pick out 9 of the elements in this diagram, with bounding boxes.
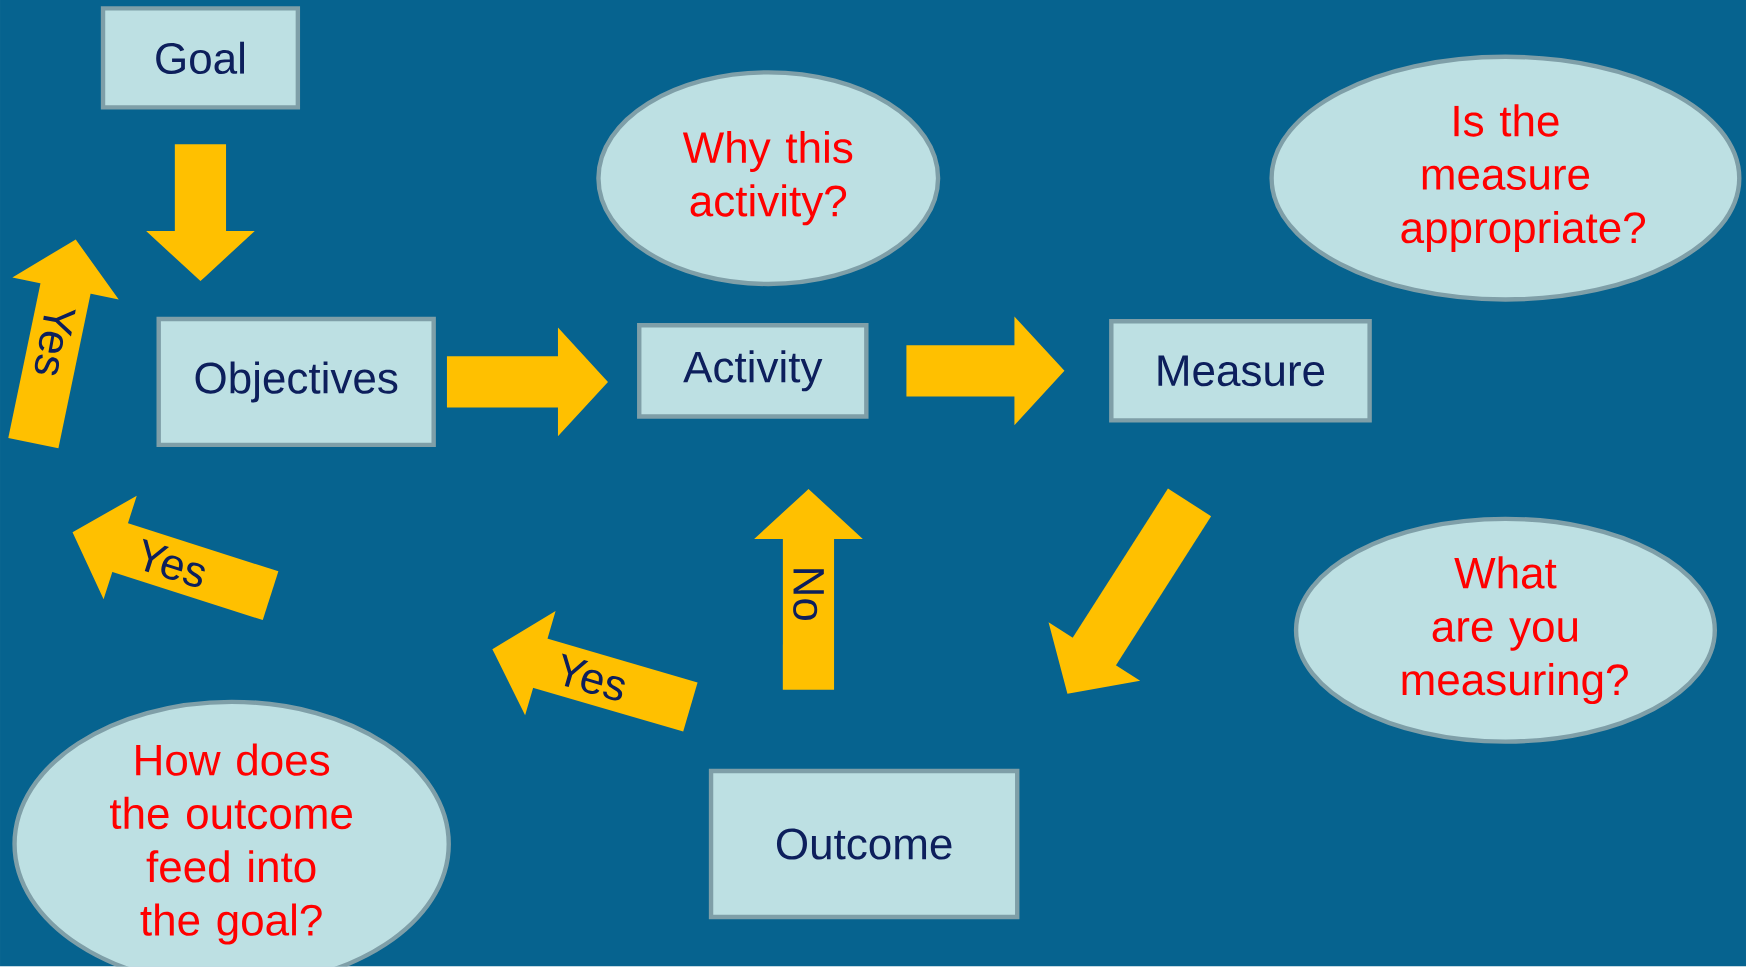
process-box: Objectives (156, 317, 436, 448)
process-box: Outcome (708, 769, 1020, 920)
process-box: Activity (637, 323, 869, 419)
arrow-label: Yes (550, 651, 632, 705)
edge-label: No (791, 564, 826, 624)
arrow-label: Yes (31, 301, 78, 382)
process-box: Goal (100, 6, 301, 110)
arrow-label: Yes (130, 536, 213, 592)
process-box: Measure (1109, 319, 1372, 423)
